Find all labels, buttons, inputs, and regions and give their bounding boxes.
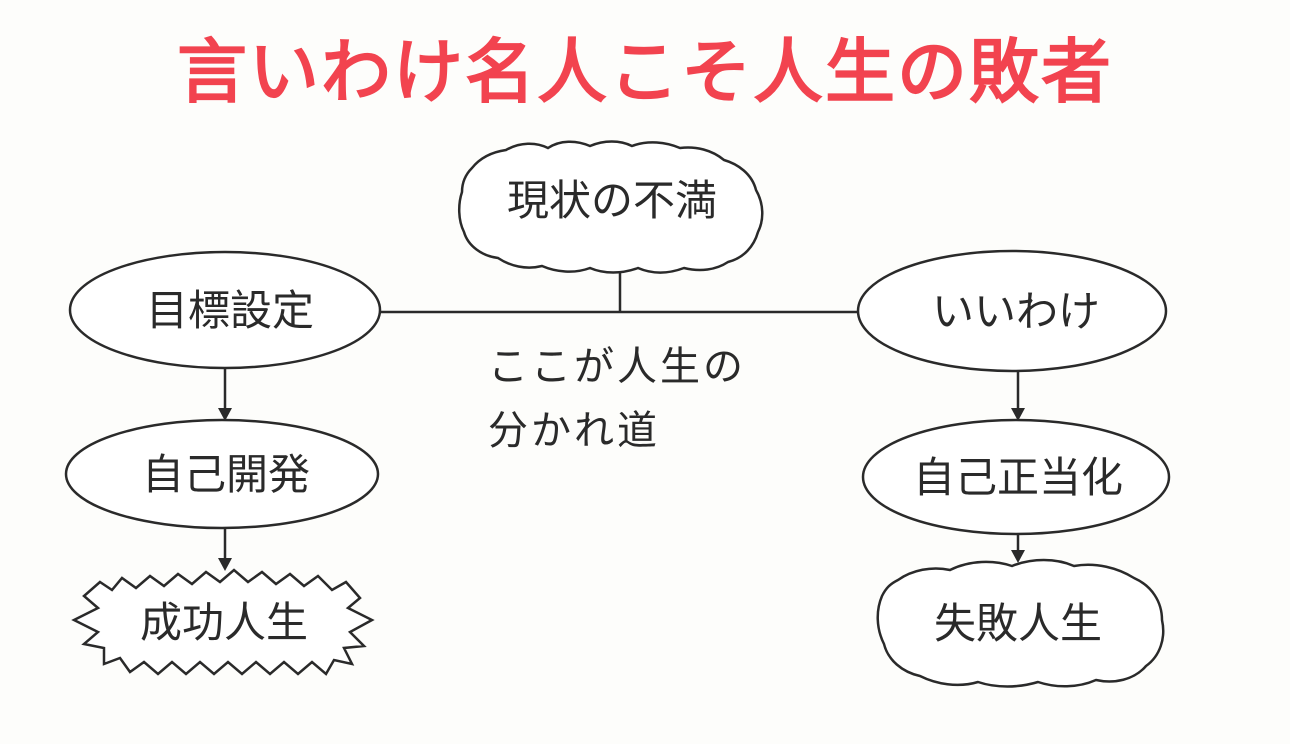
right-step-1: いいわけ <box>856 249 1168 373</box>
right-outcome: 失敗人生 <box>876 558 1165 688</box>
right-step-1-label: いいわけ <box>932 287 1100 336</box>
right-step-2: 自己正当化 <box>861 418 1171 536</box>
left-step-1: 目標設定 <box>68 250 382 370</box>
ellipse-shape <box>856 249 1168 373</box>
burst-shape <box>71 568 375 676</box>
ellipse-shape <box>68 250 382 370</box>
left-step-2-label: 自己開発 <box>142 450 310 499</box>
left-arrow-1-head <box>218 408 232 421</box>
left-step-1-label: 目標設定 <box>146 286 314 335</box>
cloud-shape <box>876 558 1165 688</box>
top-node-label: 現状の不満 <box>507 176 717 225</box>
fork-note-line-1: ここが人生の <box>488 344 746 390</box>
connectors <box>218 262 1025 571</box>
ellipse-shape <box>64 418 380 530</box>
left-outcome: 成功人生 <box>71 568 375 676</box>
fork-note-line-2: 分かれ道 <box>488 408 660 454</box>
left-arrow-2-head <box>218 558 232 571</box>
top-node: 現状の不満 <box>458 140 764 274</box>
cloud-shape <box>458 140 764 274</box>
ellipse-shape <box>861 418 1171 536</box>
left-outcome-label: 成功人生 <box>140 598 308 647</box>
fork-note: ここが人生の 分かれ道 <box>488 344 746 454</box>
left-step-2: 自己開発 <box>64 418 380 530</box>
right-arrow-1-head <box>1011 408 1025 421</box>
page-title: 言いわけ名人こそ人生の敗者 <box>177 31 1113 113</box>
right-step-2-label: 自己正当化 <box>913 453 1123 502</box>
right-outcome-label: 失敗人生 <box>934 599 1102 648</box>
right-arrow-2-head <box>1011 550 1025 563</box>
